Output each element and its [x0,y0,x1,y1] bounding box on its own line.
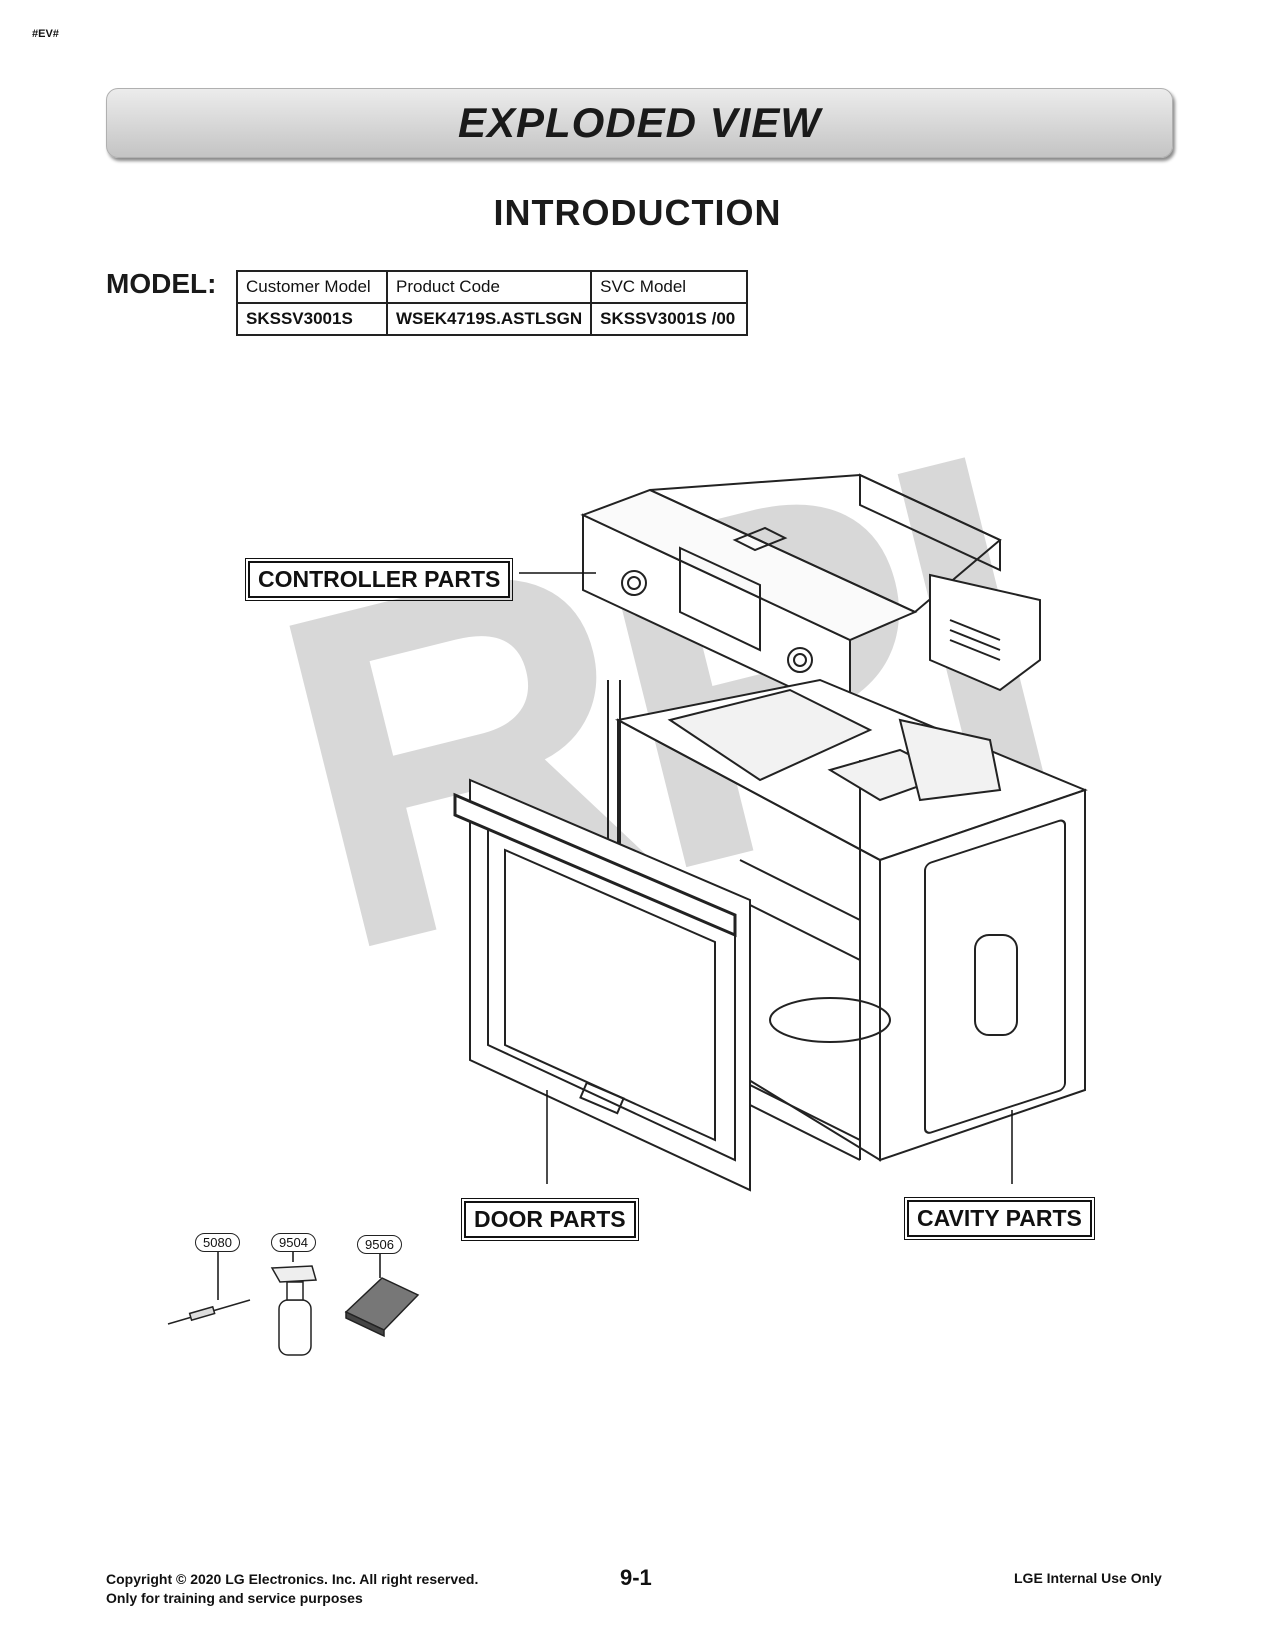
model-table-value-row: SKSSV3001S WSEK4719S.ASTLSGN SKSSV3001S … [236,302,749,336]
banner-title: EXPLODED VIEW [457,99,822,146]
footer-left: Copyright © 2020 LG Electronics. Inc. Al… [106,1570,478,1608]
model-table: Customer Model Product Code SVC Model SK… [236,270,749,336]
value-customer-model: SKSSV3001S [236,302,388,336]
title-banner: EXPLODED VIEW [106,88,1173,158]
door-assembly [453,778,751,1192]
cavity-parts-callout: CAVITY PARTS [904,1197,1095,1240]
part-number-9506: 9506 [357,1235,402,1254]
confidential-notice: LGE Internal Use Only [1014,1570,1162,1586]
document-tag: #EV# [32,28,59,40]
model-table-header-row: Customer Model Product Code SVC Model [236,270,749,304]
model-label: MODEL: [106,268,217,299]
spray-bottle-icon [270,1265,317,1356]
value-svc-model: SKSSV3001S /00 [590,302,749,336]
header-product-code: Product Code [385,270,593,304]
purpose-text: Only for training and service purposes [106,1590,363,1606]
section-title: INTRODUCTION [493,192,782,233]
header-svc-model: SVC Model [590,270,749,304]
probe-icon [167,1299,251,1325]
controller-parts-callout: CONTROLLER PARTS [244,558,514,601]
value-product-code: WSEK4719S.ASTLSGN [385,302,593,336]
door-parts-callout: DOOR PARTS [461,1198,639,1241]
copyright-text: Copyright © 2020 LG Electronics. Inc. Al… [106,1571,479,1587]
part-number-5080: 5080 [195,1233,240,1252]
cavity-assembly [607,678,1088,1162]
page-number: 9-1 [620,1565,652,1590]
header-customer-model: Customer Model [236,270,388,304]
controller-assembly [580,473,1041,717]
scrub-pad-icon [344,1277,420,1338]
part-number-9504: 9504 [271,1233,316,1252]
